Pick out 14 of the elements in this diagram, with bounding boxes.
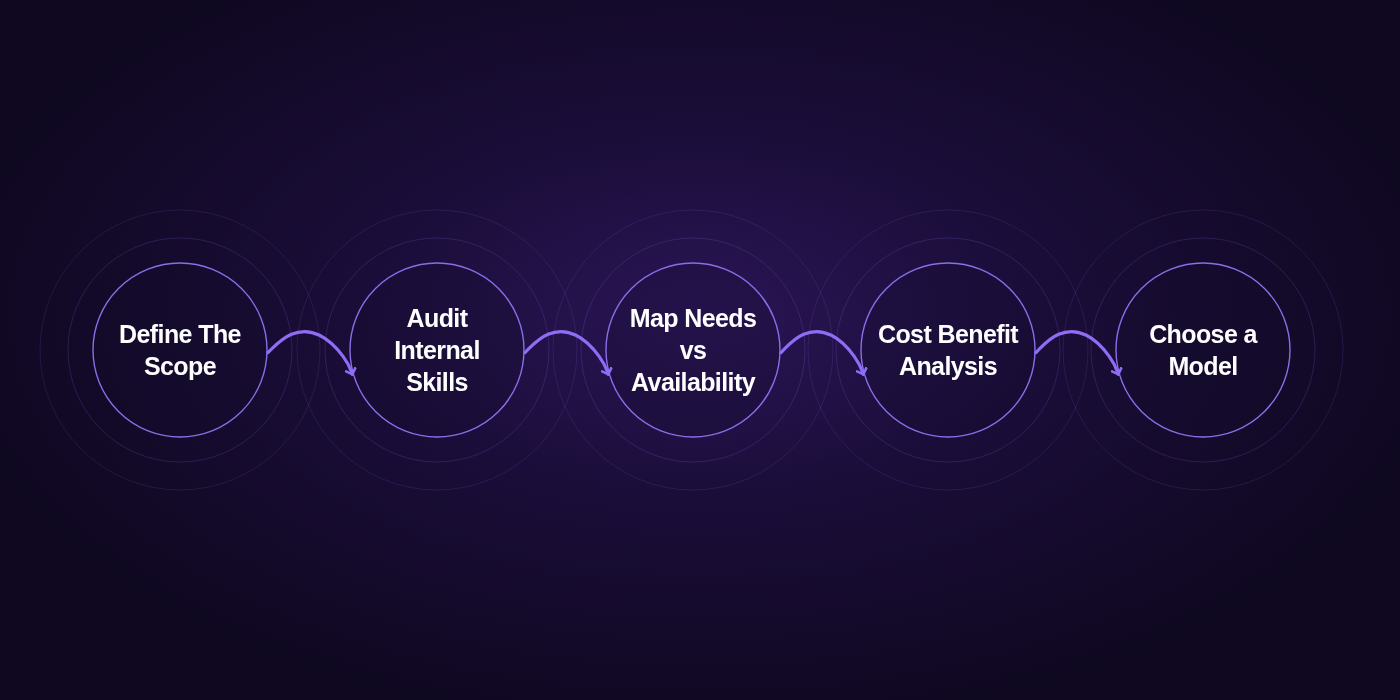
step-circle	[860, 262, 1036, 438]
step-label: Audit Internal Skills	[393, 303, 481, 398]
curved-arrow	[523, 330, 613, 376]
curved-arrow	[266, 330, 357, 376]
step-label: Cost Benefit Analysis	[877, 319, 1020, 382]
step-circle	[92, 262, 268, 438]
step-circle	[1115, 262, 1291, 438]
step-circle	[605, 262, 781, 438]
curved-arrow	[779, 330, 868, 376]
curved-arrow	[1034, 330, 1123, 376]
step-label: Map Needs vs Availability	[628, 303, 758, 398]
step-label: Choose a Model	[1148, 319, 1259, 382]
step-circle	[349, 262, 525, 438]
step-label: Define The Scope	[118, 319, 242, 382]
